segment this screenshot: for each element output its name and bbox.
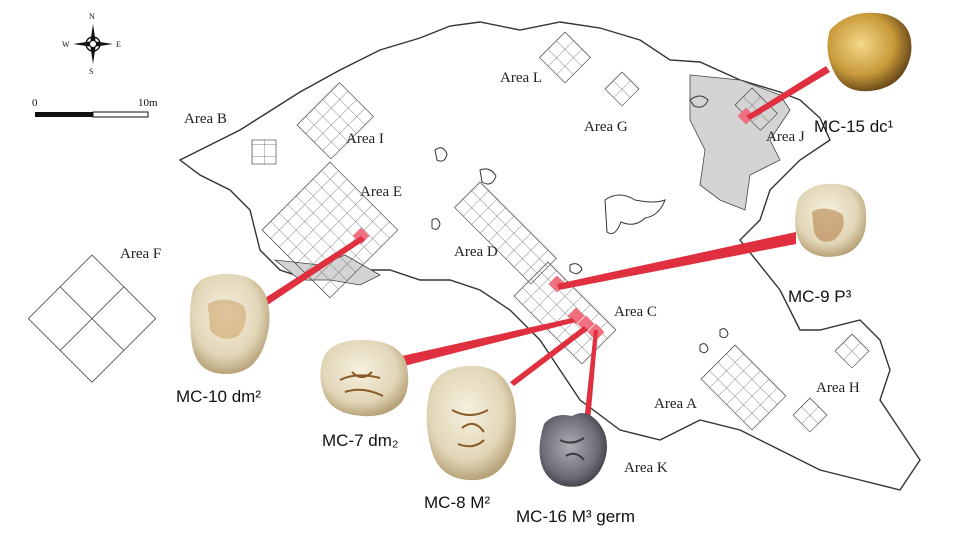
tooth-photo-mc8 (426, 365, 516, 481)
specimen-label-mc10: MC-10 dm² (176, 387, 261, 406)
grid-area-i (296, 82, 374, 160)
compass-e: E (116, 40, 121, 49)
specimen-label-mc15: MC-15 dc¹ (814, 117, 894, 136)
compass-w: W (62, 40, 70, 49)
specimen-label-mc8: MC-8 M² (424, 493, 490, 512)
area-label-b: Area B (184, 111, 227, 127)
grid-area-f (27, 254, 157, 383)
grid-area-a (700, 344, 787, 431)
grid-area-h-small (792, 397, 828, 433)
grid-area-l (539, 31, 591, 84)
rock-features (431, 95, 729, 354)
specimen-label-mc7: MC-7 dm₂ (322, 431, 399, 450)
grid-area-b (251, 139, 277, 165)
area-label-a: Area A (654, 396, 697, 412)
specimen-label-mc9: MC-9 P³ (788, 287, 852, 306)
area-label-e: Area E (360, 184, 402, 200)
area-label-i: Area I (346, 131, 384, 147)
area-label-g: Area G (584, 119, 628, 135)
compass-rose: N S E W (62, 12, 121, 76)
tooth-photo-mc15 (827, 12, 912, 92)
grid-area-e (261, 161, 399, 299)
specimen-label-mc16: MC-16 M³ germ (516, 507, 635, 526)
area-label-k: Area K (624, 460, 668, 476)
area-label-f: Area F (120, 246, 161, 262)
grid-area-h (834, 333, 870, 369)
tooth-photo-mc16 (539, 413, 607, 487)
area-label-c: Area C (614, 304, 657, 320)
area-label-h: Area H (816, 380, 860, 396)
scale-start-label: 0 (32, 97, 38, 109)
area-label-j: Area J (766, 129, 805, 145)
tooth-photo-mc7 (320, 340, 409, 417)
scale-bar: 0 10m (32, 97, 158, 118)
scale-end-label: 10m (138, 97, 158, 109)
grid-area-g (604, 71, 640, 107)
area-label-l: Area L (500, 70, 542, 86)
tooth-photo-mc9 (795, 183, 867, 257)
compass-n: N (89, 12, 95, 21)
compass-s: S (89, 67, 93, 76)
leader-lines (262, 66, 830, 422)
area-label-d: Area D (454, 244, 498, 260)
tooth-photo-mc10 (190, 273, 270, 374)
grid-area-c (513, 261, 617, 365)
